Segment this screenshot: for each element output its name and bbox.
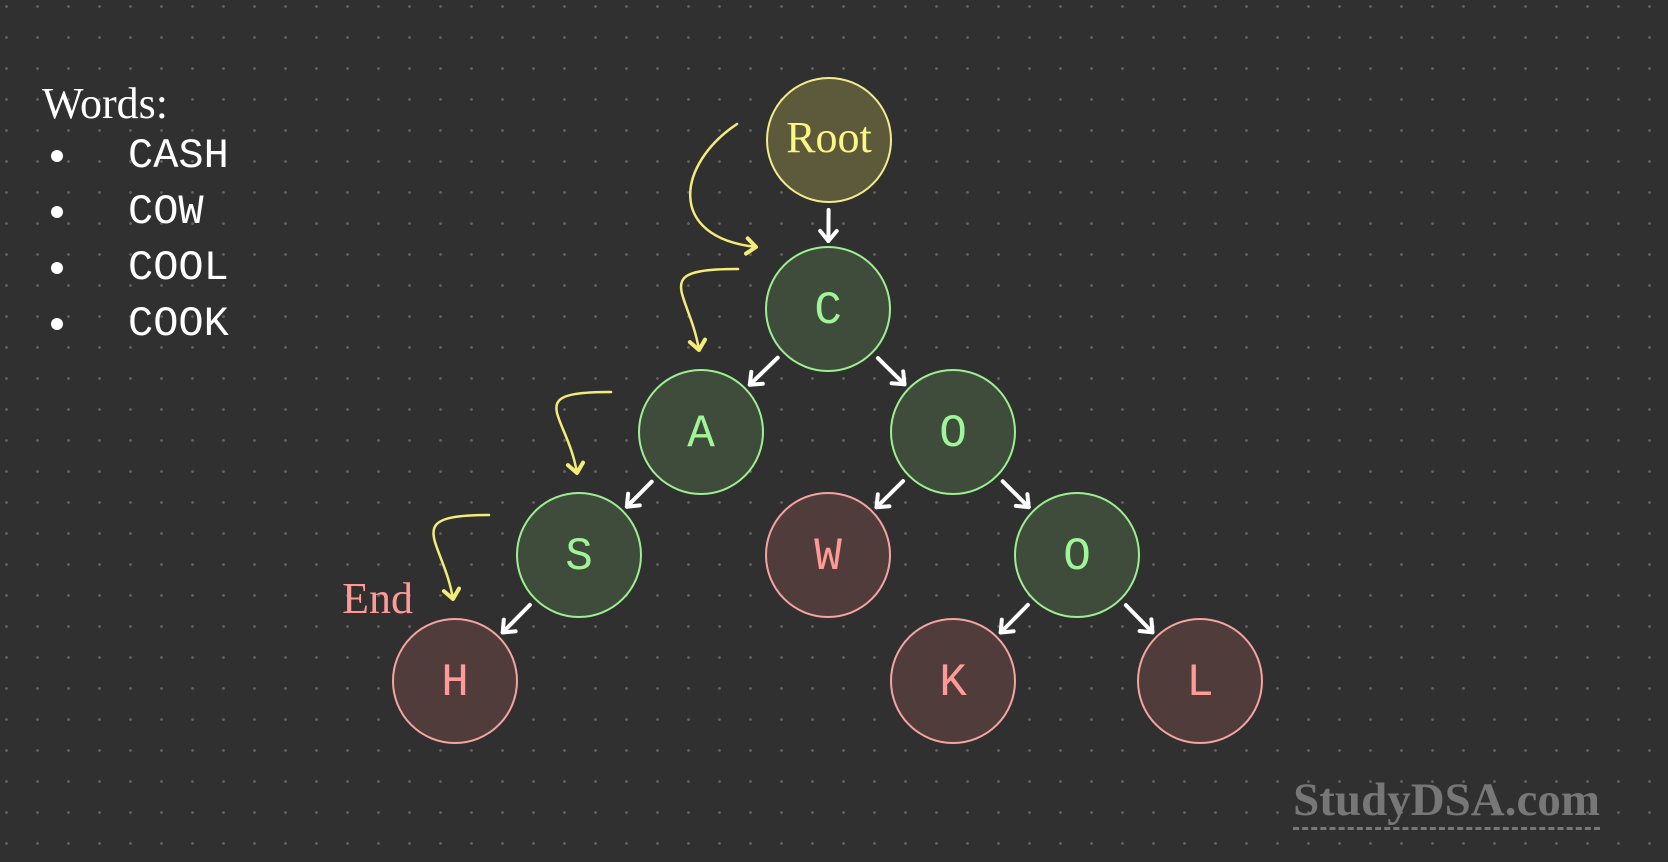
edge-arrow-o2-l	[1123, 603, 1155, 635]
word-item: COOL	[42, 240, 229, 296]
node-circle	[890, 618, 1016, 744]
node-label: K	[939, 657, 967, 709]
word-item: COW	[42, 184, 229, 240]
path-arrow-s-h	[432, 513, 491, 601]
trie-node-k: K	[890, 618, 1016, 744]
word-text: CASH	[128, 132, 229, 180]
word-text: COW	[128, 188, 204, 236]
words-title: Words:	[42, 79, 169, 128]
trie-node-w: W	[765, 492, 891, 618]
path-arrowhead-s	[565, 460, 585, 475]
node-label: O	[1063, 531, 1091, 583]
node-label: L	[1186, 657, 1214, 709]
node-circle	[765, 246, 891, 372]
node-label: S	[565, 531, 593, 583]
word-text: COOL	[128, 244, 229, 292]
trie-node-l: L	[1137, 618, 1263, 744]
trie-node-a: A	[638, 369, 764, 495]
trie-node-h: H	[392, 618, 518, 744]
trie-node-c: C	[765, 246, 891, 372]
node-circle	[516, 492, 642, 618]
node-label: Root	[786, 113, 872, 162]
node-circle	[1014, 492, 1140, 618]
trie-node-o1: O	[890, 369, 1016, 495]
trie-node-s: S	[516, 492, 642, 618]
path-arrowhead-h	[441, 586, 461, 601]
node-label: C	[814, 285, 842, 337]
edge-arrow-a-s	[624, 479, 654, 509]
bullet-icon	[51, 206, 63, 218]
path-arrowhead-a	[687, 337, 707, 352]
trie-node-root: Root	[766, 77, 892, 203]
edge-arrow-o1-w	[874, 479, 906, 510]
edge-arrowhead-s	[624, 491, 642, 509]
node-label: W	[814, 531, 842, 583]
word-item: COOK	[42, 296, 229, 352]
edge-arrowhead-o1	[889, 369, 907, 387]
node-circle	[890, 369, 1016, 495]
words-panel: Words: CASH COW COOL COOK	[42, 80, 229, 352]
path-arrow-a-s	[555, 390, 613, 475]
node-label: H	[441, 657, 469, 709]
node-circle	[765, 492, 891, 618]
node-label: O	[939, 408, 967, 460]
edge-arrowhead-w	[874, 492, 892, 510]
watermark-logo: StudyDSA.com	[1293, 775, 1600, 830]
edge-arrow-o2-k	[998, 602, 1030, 635]
node-circle	[392, 618, 518, 744]
edge-arrowhead-c	[818, 228, 839, 243]
bullet-icon	[51, 318, 63, 330]
edge-arrowhead-l	[1137, 617, 1155, 635]
edge-arrow-c-o1	[875, 356, 907, 387]
node-circle	[766, 77, 892, 203]
node-circle	[638, 369, 764, 495]
edge-arrow-s-h	[500, 602, 532, 635]
bullet-icon	[51, 150, 63, 162]
path-arrowhead-c	[744, 236, 758, 256]
node-label: A	[687, 408, 715, 460]
trie-edges	[500, 208, 1155, 635]
node-circle	[1137, 618, 1263, 744]
word-item: CASH	[42, 128, 229, 184]
path-arrow-c-a	[679, 267, 740, 352]
edge-arrow-o1-o2	[1000, 479, 1031, 510]
edge-arrowhead-a	[747, 369, 765, 387]
edge-arrowhead-o2	[1013, 492, 1031, 510]
trie-node-o2: O	[1014, 492, 1140, 618]
word-text: COOK	[128, 300, 229, 348]
bullet-icon	[51, 262, 63, 274]
traversal-path	[432, 122, 758, 601]
edge-arrow-c-a	[747, 355, 780, 387]
end-label: End	[342, 574, 413, 623]
edge-arrowhead-k	[998, 617, 1016, 635]
words-list: CASH COW COOL COOK	[42, 128, 229, 352]
path-arrow-root-c	[689, 122, 758, 249]
edge-arrowhead-h	[500, 617, 518, 635]
